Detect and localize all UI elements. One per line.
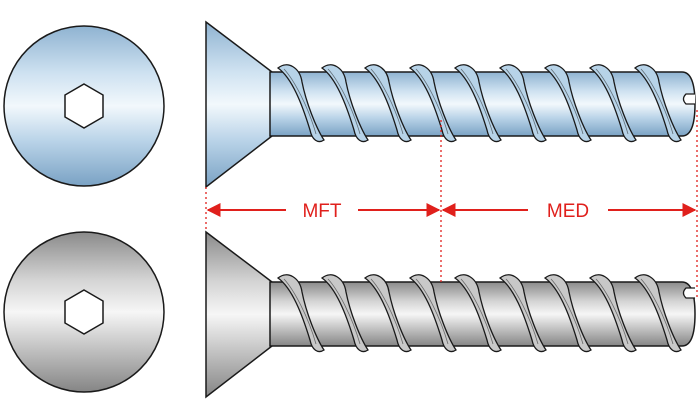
thread-shadow-line xyxy=(550,278,584,345)
thread-shadow-line xyxy=(370,68,404,135)
countersunk-head xyxy=(205,20,273,189)
thread-shadow-line xyxy=(505,278,539,345)
thread-shadow-line xyxy=(415,278,449,345)
bottom-head-end-view xyxy=(3,231,165,393)
dimension-annotation xyxy=(205,110,698,300)
thread-shadow-line xyxy=(460,68,494,135)
thread-shadow-line xyxy=(283,278,317,345)
thread-shadow-line xyxy=(283,68,317,135)
hex-socket-icon xyxy=(64,289,104,335)
thread-shadow-line xyxy=(640,278,674,345)
hex-socket-icon xyxy=(64,83,104,129)
thread-shadow-line xyxy=(415,68,449,135)
thread-group xyxy=(276,64,682,143)
thread-shadow-line xyxy=(550,68,584,135)
top-head-end-view xyxy=(3,25,165,187)
thread-shadow-line xyxy=(595,278,629,345)
thread-shadow-line xyxy=(640,68,674,135)
med-label: MED xyxy=(547,201,589,222)
thread-group xyxy=(276,274,682,353)
thread-shadow-line xyxy=(460,278,494,345)
thread-shadow-line xyxy=(327,278,361,345)
screw-tip-notch xyxy=(682,287,695,299)
top-screw-side-view xyxy=(205,20,696,189)
thread-shadow-line xyxy=(505,68,539,135)
bottom-screw-side-view xyxy=(205,230,696,399)
mft-label: MFT xyxy=(302,201,341,222)
thread-shadow-line xyxy=(327,68,361,135)
countersunk-head xyxy=(205,230,273,399)
thread-shadow-line xyxy=(370,278,404,345)
screw-tip-notch xyxy=(682,93,695,105)
thread-shadow-line xyxy=(595,68,629,135)
